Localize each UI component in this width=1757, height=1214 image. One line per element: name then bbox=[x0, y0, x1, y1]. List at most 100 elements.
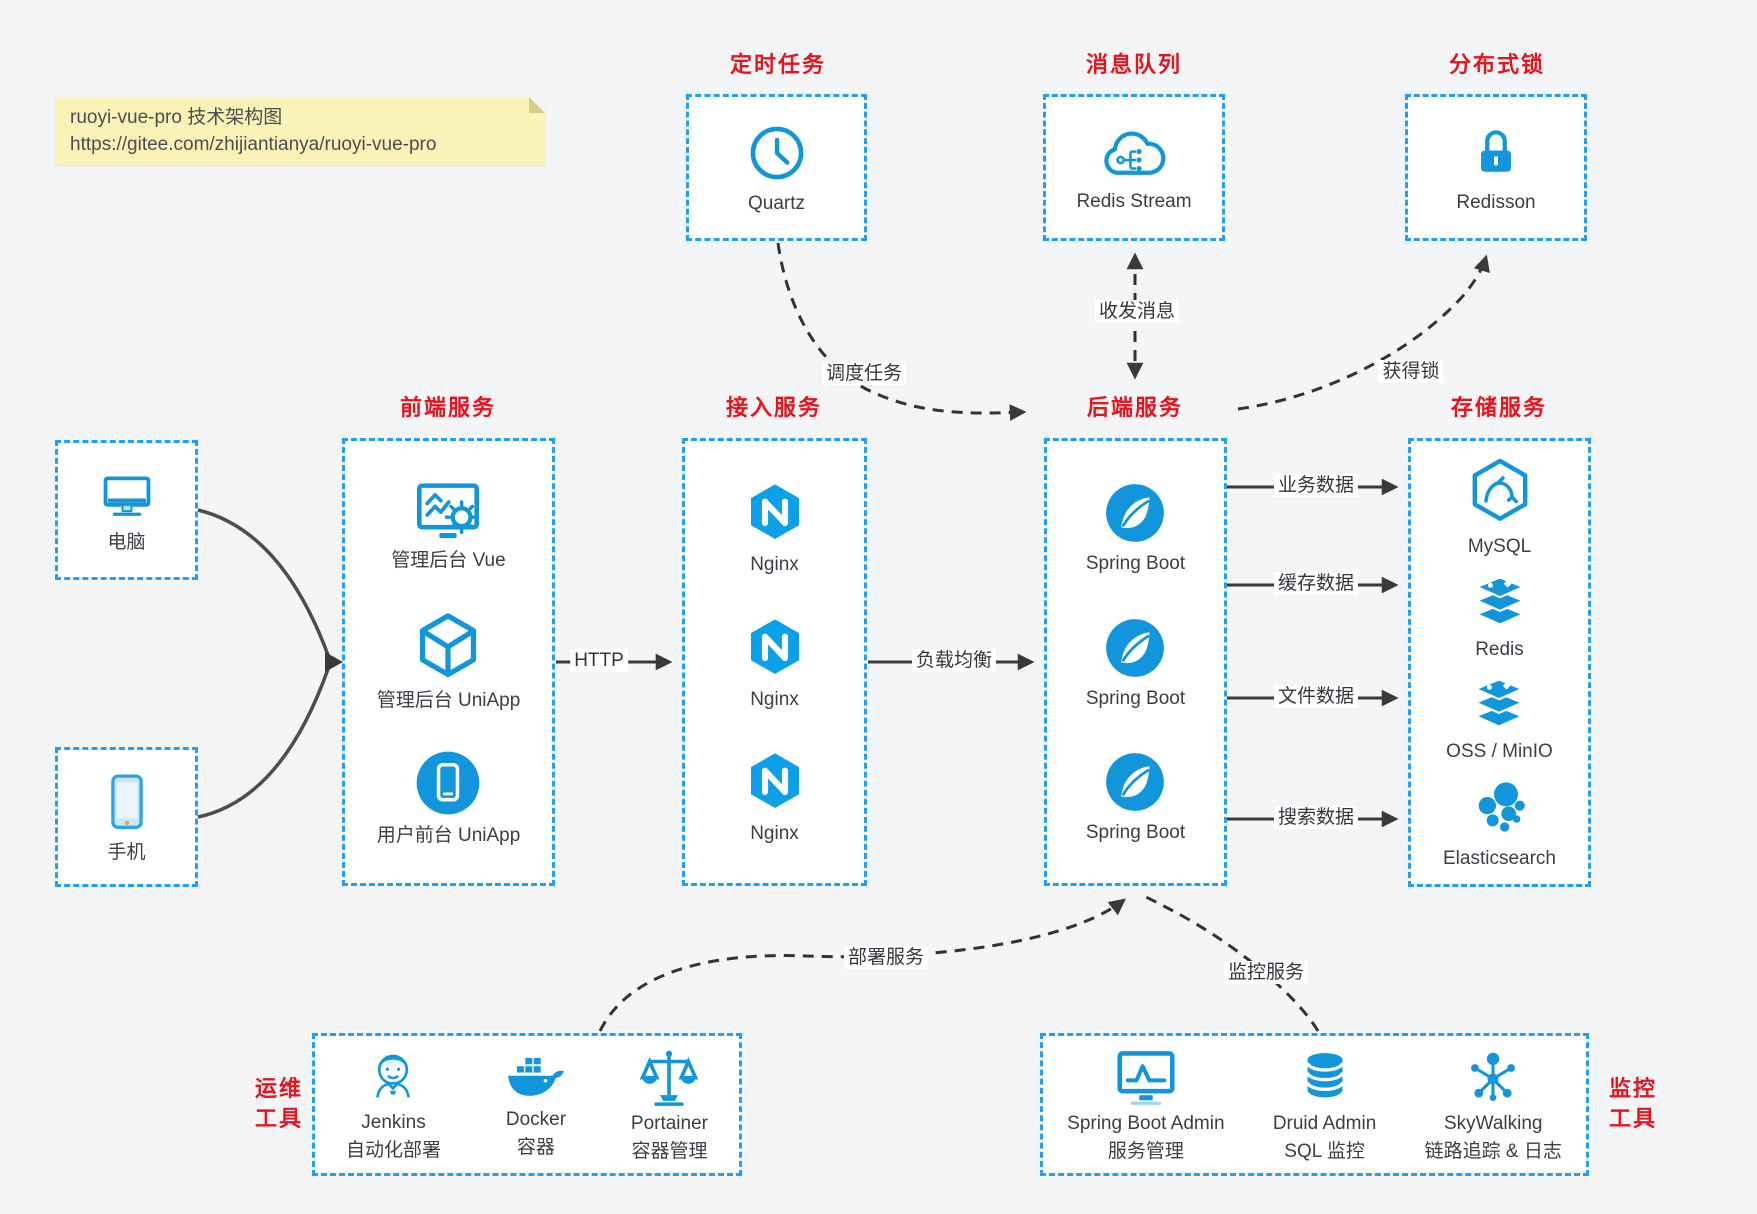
node-label: Redis bbox=[1475, 638, 1524, 660]
node-desc: 服务管理 bbox=[1107, 1140, 1184, 1162]
edge-label-acquire-lock: 获得锁 bbox=[1378, 360, 1444, 383]
group-box-mq: Redis Stream bbox=[1043, 94, 1225, 241]
client-box-phone: 手机 bbox=[55, 747, 198, 887]
node-desc: 链路追踪 & 日志 bbox=[1424, 1140, 1562, 1162]
node-redis-stream: Redis Stream bbox=[1076, 122, 1192, 213]
node-label: Nginx bbox=[750, 553, 799, 575]
edge-schedule bbox=[776, 242, 1027, 421]
group-title-ops-line1: 运维 bbox=[254, 1076, 303, 1101]
edge-label-http: HTTP bbox=[570, 649, 628, 672]
group-box-monitoring: Spring Boot Admin 服务管理 Druid Admin SQL 监… bbox=[1040, 1033, 1589, 1176]
portainer-icon bbox=[638, 1046, 700, 1108]
mysql-icon bbox=[1464, 455, 1536, 529]
mobile-icon bbox=[101, 771, 153, 835]
edge-label-monitor: 监控服务 bbox=[1223, 961, 1309, 984]
node-label: Spring Boot bbox=[1085, 821, 1186, 843]
redis-icon bbox=[1467, 572, 1533, 632]
node-springboot-1: Spring Boot bbox=[1086, 480, 1185, 575]
node-oss-minio: OSS / MinIO bbox=[1446, 674, 1553, 763]
group-title-monitoring-line2: 工具 bbox=[1608, 1106, 1657, 1131]
node-spring-boot-admin: Spring Boot Admin 服务管理 bbox=[1067, 1046, 1225, 1164]
desktop-icon bbox=[95, 467, 159, 525]
spring-boot-icon bbox=[1102, 615, 1168, 681]
group-title-scheduler: 定时任务 bbox=[729, 52, 827, 77]
node-admin-vue: 管理后台 Vue bbox=[391, 477, 506, 572]
client-box-computer: 电脑 bbox=[55, 440, 198, 580]
edge-label-file-data: 文件数据 bbox=[1273, 685, 1359, 708]
group-title-storage: 存储服务 bbox=[1450, 395, 1548, 420]
node-desc: SQL 监控 bbox=[1284, 1140, 1365, 1162]
node-label: 电脑 bbox=[107, 531, 146, 553]
edge-label-deploy: 部署服务 bbox=[843, 946, 929, 969]
node-label: 用户前台 UniApp bbox=[376, 824, 521, 846]
clock-icon bbox=[744, 120, 810, 186]
edge-label-messaging: 收发消息 bbox=[1094, 300, 1180, 323]
node-label: OSS / MinIO bbox=[1446, 741, 1553, 763]
druid-database-icon bbox=[1294, 1046, 1356, 1108]
node-label: Redisson bbox=[1456, 192, 1536, 213]
node-label: Portainer bbox=[630, 1112, 708, 1134]
edge-label-search-data: 搜索数据 bbox=[1273, 806, 1359, 829]
lock-icon bbox=[1466, 121, 1526, 185]
spring-boot-icon bbox=[1102, 749, 1168, 815]
docker-icon bbox=[503, 1050, 569, 1104]
nginx-icon bbox=[743, 748, 807, 816]
node-portainer: Portainer 容器管理 bbox=[631, 1046, 708, 1164]
node-desc: 自动化部署 bbox=[345, 1139, 441, 1161]
node-admin-uniapp: 管理后台 UniApp bbox=[376, 609, 521, 712]
node-user-uniapp: 用户前台 UniApp bbox=[376, 748, 521, 847]
group-title-backend: 后端服务 bbox=[1086, 395, 1184, 420]
node-label: Druid Admin bbox=[1272, 1112, 1377, 1134]
node-label: MySQL bbox=[1467, 535, 1532, 557]
edge-phone-to-frontend bbox=[197, 668, 330, 819]
edge-label-load-balance: 负载均衡 bbox=[911, 649, 997, 672]
node-nginx-1: Nginx bbox=[743, 479, 807, 576]
node-springboot-2: Spring Boot bbox=[1086, 615, 1185, 710]
group-box-ops: Jenkins 自动化部署 Docker 容器 Portainer 容器管理 bbox=[312, 1033, 742, 1176]
group-title-mq: 消息队列 bbox=[1085, 52, 1183, 77]
node-desc: 容器管理 bbox=[631, 1140, 708, 1162]
node-label: Docker bbox=[505, 1108, 567, 1130]
node-springboot-3: Spring Boot bbox=[1086, 749, 1185, 844]
group-title-gateway: 接入服务 bbox=[725, 395, 823, 420]
node-label: Redis Stream bbox=[1076, 191, 1192, 212]
node-label: Spring Boot bbox=[1085, 553, 1186, 575]
edge-label-cache-data: 缓存数据 bbox=[1273, 572, 1359, 595]
node-skywalking: SkyWalking 链路追踪 & 日志 bbox=[1425, 1046, 1562, 1164]
edge-acquire-lock bbox=[1237, 254, 1490, 411]
group-box-storage: MySQL Redis OSS / MinIO Elasticsearch bbox=[1408, 438, 1591, 887]
jenkins-icon bbox=[364, 1047, 422, 1107]
group-title-ops-line2: 工具 bbox=[254, 1106, 303, 1131]
group-title-ops: 运维 工具 bbox=[246, 1074, 312, 1134]
node-label: Jenkins bbox=[361, 1111, 426, 1133]
node-redisson: Redisson bbox=[1456, 121, 1536, 214]
group-box-frontend: 管理后台 Vue 管理后台 UniApp 用户前台 UniApp bbox=[342, 438, 555, 886]
group-box-backend: Spring Boot Spring Boot Spring Boot bbox=[1044, 438, 1227, 886]
nginx-icon bbox=[743, 479, 807, 547]
node-label: Nginx bbox=[750, 823, 799, 845]
node-elasticsearch: Elasticsearch bbox=[1443, 777, 1556, 870]
node-label: Elasticsearch bbox=[1443, 848, 1556, 870]
uniapp-cube-icon bbox=[411, 609, 485, 683]
node-druid-admin: Druid Admin SQL 监控 bbox=[1272, 1046, 1377, 1164]
node-phone: 手机 bbox=[101, 771, 153, 864]
node-label: Quartz bbox=[747, 193, 806, 214]
elasticsearch-icon bbox=[1468, 777, 1532, 841]
node-computer: 电脑 bbox=[95, 467, 159, 554]
sticky-note: ruoyi-vue-pro 技术架构图 https://gitee.com/zh… bbox=[56, 97, 545, 165]
skywalking-icon bbox=[1462, 1046, 1524, 1108]
node-nginx-3: Nginx bbox=[743, 748, 807, 845]
node-desc: 容器 bbox=[516, 1136, 555, 1158]
edge-computer-to-frontend bbox=[197, 508, 330, 656]
admin-vue-icon bbox=[410, 477, 486, 543]
node-label: 管理后台 Vue bbox=[391, 550, 506, 572]
node-label: 管理后台 UniApp bbox=[376, 689, 521, 711]
note-url: https://gitee.com/zhijiantianya/ruoyi-vu… bbox=[70, 134, 437, 155]
node-nginx-2: Nginx bbox=[743, 614, 807, 711]
group-box-scheduler: Quartz bbox=[686, 94, 867, 241]
node-label: Spring Boot Admin bbox=[1067, 1112, 1225, 1134]
uniapp-user-icon bbox=[413, 748, 483, 818]
node-docker: Docker 容器 bbox=[503, 1050, 569, 1160]
note-fold-corner bbox=[529, 97, 545, 113]
node-redis: Redis bbox=[1467, 572, 1533, 661]
